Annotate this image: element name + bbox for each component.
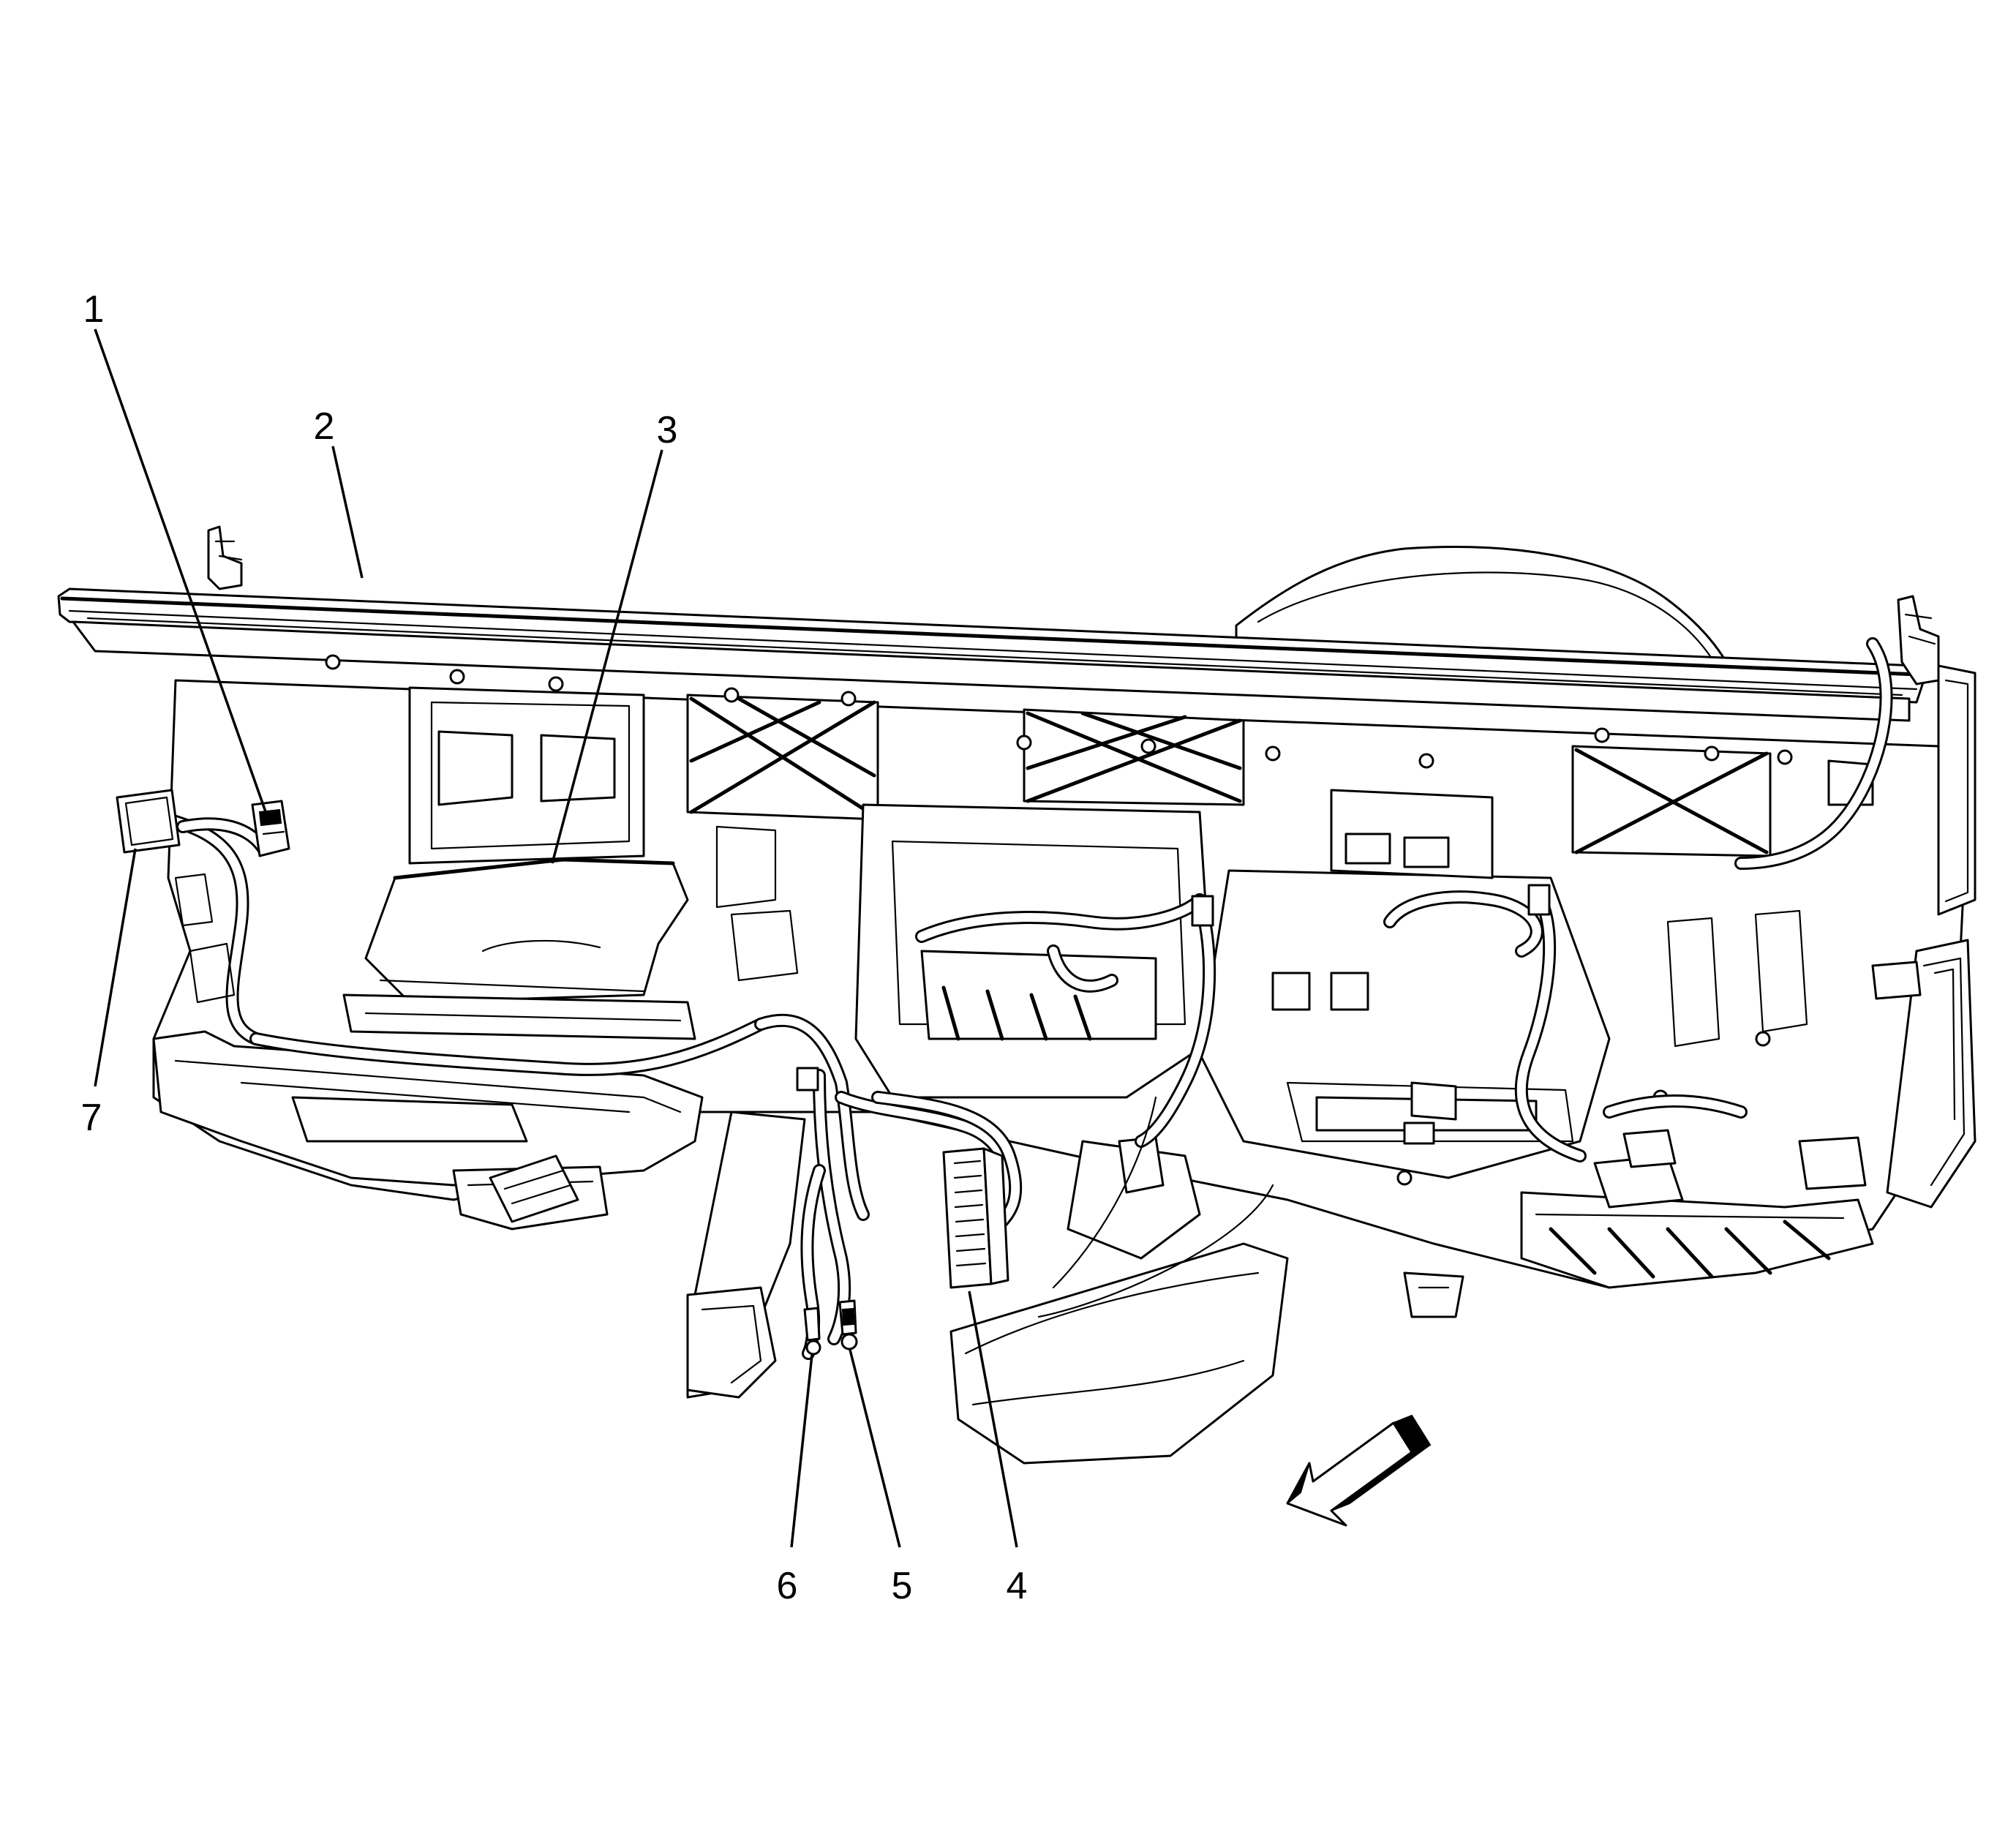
- leader-7: [94, 848, 137, 1087]
- center-bottom-tab: [1403, 1271, 1464, 1318]
- mounting-holes: [325, 654, 1793, 1186]
- callout-leaders: [94, 328, 1018, 1548]
- center-lower-support: [949, 1242, 1289, 1465]
- passenger-airbag-module: [364, 858, 689, 1004]
- callout-label-2: 2: [314, 405, 335, 448]
- left-module: [116, 789, 181, 854]
- leader-2: [331, 446, 364, 579]
- ground-terminals: [803, 1299, 858, 1356]
- right-floor-duct: [1520, 1191, 1874, 1289]
- leader-4: [968, 1290, 1018, 1548]
- center-console-hump: [1235, 546, 1728, 664]
- left-lower-bracket: [686, 1286, 777, 1399]
- callout-label-5: 5: [892, 1565, 913, 1607]
- center-lattice: [686, 694, 1772, 857]
- callout-labels: 1 2 3 4 5 6 7: [81, 288, 1028, 1607]
- multi-pin-connector: [942, 1147, 1009, 1289]
- lower-left-connector: [489, 1154, 579, 1223]
- callout-label-3: 3: [657, 409, 678, 451]
- leader-1: [94, 328, 268, 816]
- left-upper-connector: [251, 800, 290, 857]
- callout-label-6: 6: [777, 1565, 798, 1607]
- leader-5: [849, 1349, 901, 1548]
- direction-arrow-icon: [1286, 1414, 1432, 1527]
- beam-right-bracket: [1897, 595, 1940, 685]
- instrument-panel-illustration: [57, 525, 1976, 1465]
- leader-6: [790, 1354, 813, 1548]
- wiring-harness: [162, 637, 1893, 1360]
- leader-3: [551, 449, 663, 864]
- callout-label-4: 4: [1007, 1565, 1028, 1607]
- left-duct: [408, 686, 645, 865]
- callout-label-1: 1: [83, 288, 105, 331]
- beam-left-bracket: [207, 525, 243, 590]
- callout-label-7: 7: [81, 1097, 102, 1139]
